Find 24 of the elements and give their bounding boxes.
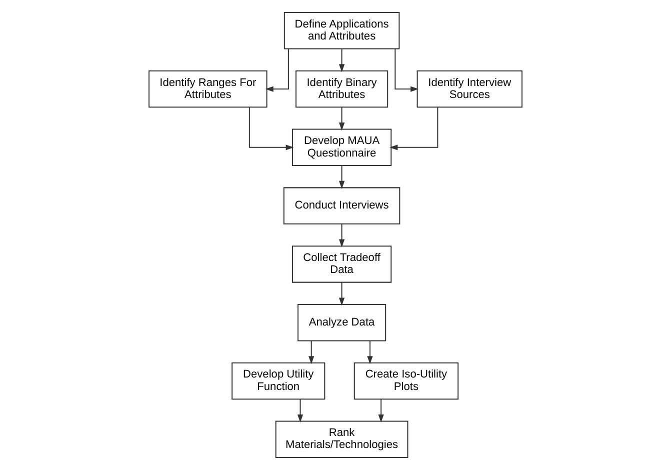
- node-box: Create Iso-Utility Plots: [353, 362, 458, 400]
- node-box: Identify Ranges For Attributes: [148, 70, 267, 108]
- arrow: [366, 340, 372, 364]
- arrow: [338, 282, 344, 306]
- arrow: [338, 166, 344, 189]
- node-box: Collect Tradeoff Data: [291, 246, 392, 283]
- node-box: Conduct Interviews: [282, 187, 400, 224]
- node-box: Identify Binary Attributes: [294, 70, 388, 108]
- arrow: [394, 48, 418, 92]
- arrow: [296, 399, 303, 423]
- arrow: [389, 107, 438, 150]
- arrow: [338, 224, 344, 248]
- node-box: Rank Materials/Technologies: [274, 420, 408, 458]
- node-box: Develop MAUA Questionnaire: [291, 128, 392, 166]
- arrow: [378, 399, 384, 423]
- node-box: Define Applications and Attributes: [283, 12, 400, 50]
- node-box: Develop Utility Function: [231, 362, 325, 400]
- node-box: Analyze Data: [297, 304, 386, 342]
- arrow: [338, 48, 344, 72]
- arrow: [248, 107, 294, 150]
- arrow: [308, 340, 314, 364]
- node-box: Identify Interview Sources: [416, 70, 522, 108]
- arrow: [338, 107, 344, 131]
- arrow: [264, 48, 288, 92]
